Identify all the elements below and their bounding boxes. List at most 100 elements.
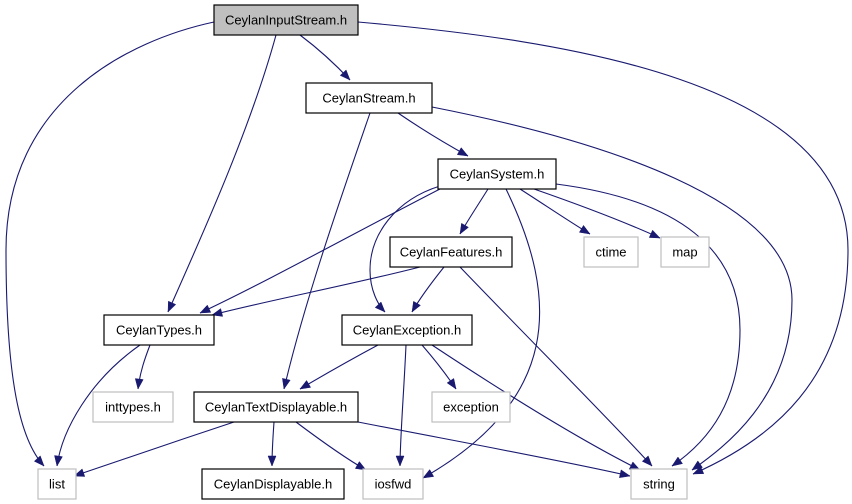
arrowhead-icon [374,301,386,313]
node-box [37,468,77,500]
node-label: CeylanDisplayable.h [214,477,333,492]
arrowhead-icon [73,468,86,477]
edge-line [357,421,631,477]
edge-CeylanSystem-to-CeylanTypes [199,188,441,314]
arrowhead-icon [691,460,703,471]
arrowhead-icon [459,222,469,235]
arrowhead-icon [134,378,144,390]
edge-CeylanFeatures-to-CeylanTypes [211,266,421,317]
arrowhead-icon [619,469,631,478]
edge-CeylanSystem-to-CeylanFeatures [459,188,489,235]
edge-CeylanTextDisplayable-to-string [357,421,631,478]
edge-CeylanTextDisplayable-to-CeylanDisplayable [267,421,277,467]
node-box [103,314,215,346]
edge-CeylanSystem-to-ctime [519,188,591,235]
arrowhead-icon [267,455,277,467]
node-inttypes[interactable]: inttypes.h [92,391,174,423]
node-box [213,4,359,36]
edge-line [369,185,441,313]
node-label: ctime [595,245,626,260]
edge-CeylanException-to-string [431,344,641,471]
node-label: CeylanStream.h [322,91,415,106]
node-iosfwd[interactable]: iosfwd [362,468,424,500]
node-exception[interactable]: exception [431,391,511,423]
node-label: CeylanTextDisplayable.h [205,400,347,415]
arrowhead-icon [671,456,683,467]
arrowhead-icon [33,455,45,467]
edge-line [555,183,741,467]
nodes-layer: CeylanInputStream.hCeylanStream.hCeylanS… [37,4,710,500]
arrowhead-icon [411,300,421,313]
node-label: CeylanException.h [353,323,461,338]
node-label: list [49,477,65,492]
edge-CeylanSystem-to-string [555,183,741,467]
node-label: CeylanTypes.h [116,323,202,338]
node-box [92,391,174,423]
edge-line [533,188,661,239]
node-box [437,158,557,190]
arrowhead-icon [395,455,405,467]
edge-CeylanInputStream-to-CeylanTypes [167,34,277,313]
node-label: iosfwd [375,477,412,492]
node-label: exception [443,400,499,415]
node-box [193,391,359,423]
node-CeylanTextDisplayable[interactable]: CeylanTextDisplayable.h [193,391,359,423]
edge-CeylanStream-to-string [431,106,793,471]
edge-CeylanTextDisplayable-to-list [73,421,235,477]
node-box [362,468,424,500]
node-label: inttypes.h [105,400,161,415]
arrowhead-icon [692,465,705,475]
node-label: CeylanFeatures.h [400,245,503,260]
node-CeylanFeatures[interactable]: CeylanFeatures.h [389,236,513,268]
node-box [660,236,710,268]
arrowhead-icon [641,455,653,467]
node-string[interactable]: string [630,468,688,500]
node-CeylanTypes[interactable]: CeylanTypes.h [103,314,215,346]
node-box [431,391,511,423]
edge-CeylanTypes-to-list [54,344,141,467]
node-CeylanSystem[interactable]: CeylanSystem.h [437,158,557,190]
arrowhead-icon [211,308,224,317]
node-box [305,82,433,114]
node-CeylanStream[interactable]: CeylanStream.h [305,82,433,114]
edge-line [357,21,849,475]
edge-line [295,421,367,471]
node-map[interactable]: map [660,236,710,268]
edge-CeylanSystem-to-CeylanException [369,185,441,313]
edge-CeylanStream-to-CeylanSystem [397,112,469,157]
edges-layer [5,21,849,479]
node-label: string [643,477,675,492]
node-box [583,236,639,268]
edge-line [73,421,235,477]
edge-line [199,188,441,314]
edge-CeylanException-to-CeylanTextDisplayable [299,344,379,390]
node-CeylanInputStream[interactable]: CeylanInputStream.h [213,4,359,36]
node-ctime[interactable]: ctime [583,236,639,268]
edge-line [431,106,793,471]
node-box [389,236,513,268]
node-label: map [672,245,697,260]
edge-CeylanException-to-exception [421,344,457,390]
edge-line [167,34,277,313]
edge-line [5,21,215,467]
node-box [341,314,473,346]
node-label: CeylanSystem.h [450,167,545,182]
edge-CeylanTextDisplayable-to-iosfwd [295,421,367,471]
edge-CeylanFeatures-to-string [459,266,653,467]
arrowhead-icon [299,380,312,390]
arrowhead-icon [446,378,457,390]
arrowhead-icon [578,224,591,235]
node-label: CeylanInputStream.h [225,13,347,28]
edge-line [431,344,641,471]
edge-CeylanTypes-to-inttypes [134,344,151,390]
edge-line [399,344,407,467]
edge-CeylanStream-to-CeylanTextDisplayable [282,112,371,390]
arrowhead-icon [648,229,661,239]
node-CeylanException[interactable]: CeylanException.h [341,314,473,346]
node-CeylanDisplayable[interactable]: CeylanDisplayable.h [201,468,345,500]
arrowhead-icon [54,455,63,467]
edge-line [211,266,421,316]
edge-line [299,344,379,390]
node-box [201,468,345,500]
node-list[interactable]: list [37,468,77,500]
